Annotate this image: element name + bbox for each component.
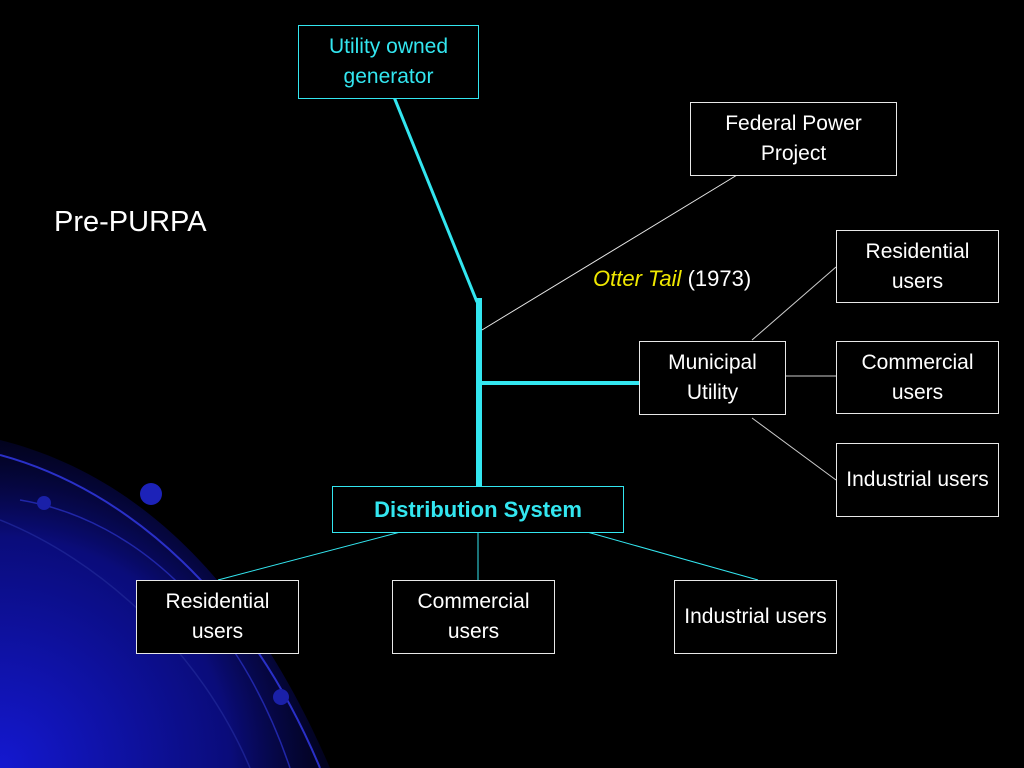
muni-residential-connector xyxy=(751,266,837,341)
dist-residential-connector xyxy=(217,529,409,581)
dist-commercial-box: Commercial users xyxy=(392,580,555,654)
federal-power-box: Federal Power Project xyxy=(690,102,897,176)
municipal-utility-box: Municipal Utility xyxy=(639,341,786,415)
muni-industrial-connector xyxy=(751,417,837,481)
distribution-system-box: Distribution System xyxy=(332,486,624,533)
dot-small-left xyxy=(37,496,51,510)
otter-tail-year: (1973) xyxy=(687,266,752,291)
muni-industrial-box: Industrial users xyxy=(836,443,999,517)
federal-connector xyxy=(481,171,743,331)
utility-generator-box: Utility owned generator xyxy=(298,25,479,99)
dist-industrial-box: Industrial users xyxy=(674,580,837,654)
muni-commercial-box: Commercial users xyxy=(836,341,999,414)
swoosh-arc-1 xyxy=(0,454,321,768)
dist-residential-box: Residential users xyxy=(136,580,299,654)
generator-connector xyxy=(392,96,479,303)
muni-residential-box: Residential users xyxy=(836,230,999,303)
otter-tail-name: Otter Tail xyxy=(593,266,682,291)
dist-industrial-connector xyxy=(579,529,759,581)
otter-tail-annotation: Otter Tail (1973) xyxy=(593,266,751,292)
dot-bottom xyxy=(273,689,289,705)
dot-large xyxy=(140,483,162,505)
slide-title: Pre-PURPA xyxy=(54,206,207,238)
